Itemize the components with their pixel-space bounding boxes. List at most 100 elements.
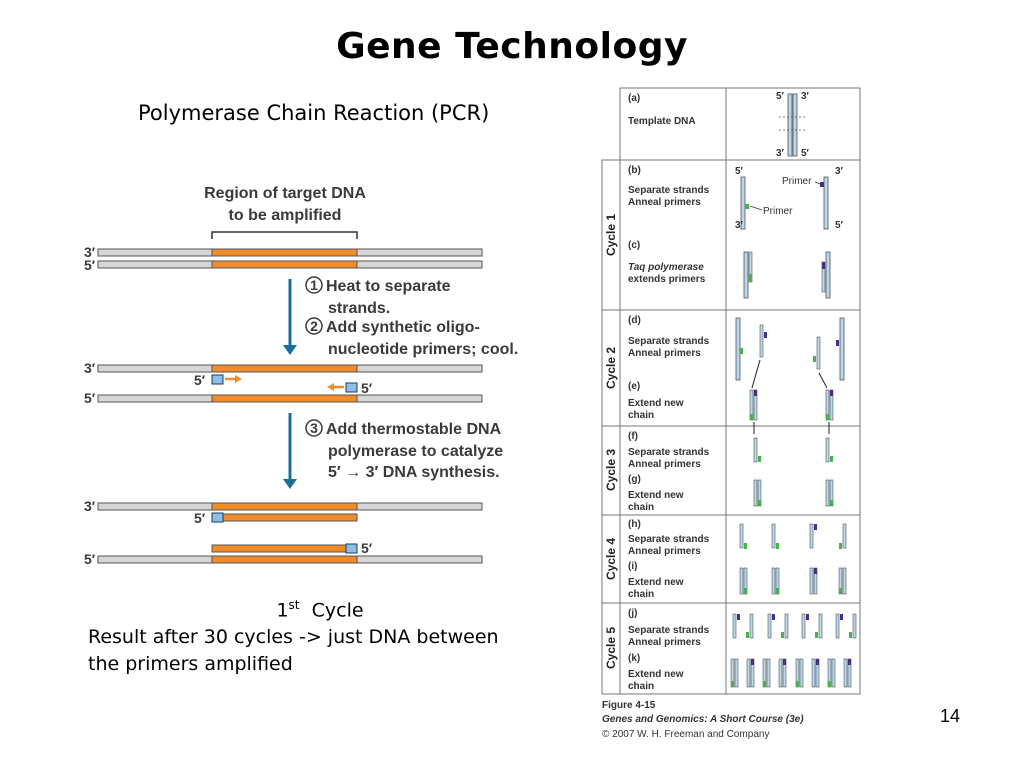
cycle-word: Cycle (311, 599, 364, 622)
separated-strands-primers: 5′ 3′ 3′ 5′ Primer Primer (735, 166, 844, 231)
svg-text:chain: chain (628, 681, 654, 692)
pcr-cycles-figure: Cycle 1 Cycle 2 Cycle 3 Cycle 4 Cycle 5 … (601, 87, 861, 740)
end-label: 5′ (84, 390, 96, 406)
end-label: 5′ (194, 372, 206, 388)
end-label: 3′ (84, 360, 96, 376)
svg-text:Primer: Primer (782, 176, 812, 187)
svg-text:3′: 3′ (776, 148, 785, 159)
panel-g-text: (g) Extend new chain (628, 474, 684, 513)
target-heading-line1: Region of target DNA (204, 185, 366, 202)
cycle-label: 1st Cycle (0, 598, 640, 621)
step2-line2: nucleotide primers; cool. (328, 341, 518, 358)
step1-line2: strands. (328, 300, 390, 317)
svg-text:Extend new: Extend new (628, 577, 684, 588)
svg-text:extends primers: extends primers (628, 274, 706, 285)
cycle2-separated (735, 317, 845, 389)
svg-text:Anneal primers: Anneal primers (628, 459, 701, 470)
svg-text:3′: 3′ (801, 91, 810, 102)
svg-text:(d): (d) (628, 315, 641, 326)
template-dna: 5′ 3′ 3′ 5′ (776, 91, 810, 159)
result-line1: Result after 30 cycles -> just DNA betwe… (88, 626, 499, 648)
svg-text:(j): (j) (628, 608, 637, 619)
target-bottom (211, 260, 358, 269)
slide-subtitle: Polymerase Chain Reaction (PCR) (138, 101, 490, 125)
svg-text:Extend new: Extend new (628, 398, 684, 409)
primer-right (345, 382, 358, 393)
end-label: 5′ (194, 510, 206, 526)
primer-right (345, 543, 358, 554)
cycle-suffix: st (288, 598, 300, 612)
svg-text:chain: chain (628, 410, 654, 421)
panel-b-text: (b) Separate strands Anneal primers (628, 165, 710, 208)
step2-line1: Add synthetic oligo- (326, 319, 480, 336)
target-bottom (211, 555, 358, 564)
extension-arrowhead (327, 383, 334, 391)
svg-text:Extend new: Extend new (628, 490, 684, 501)
step1-line1: Heat to separate (326, 278, 451, 295)
svg-text:5′: 5′ (735, 166, 744, 177)
panel-k-text: (k) Extend new chain (628, 653, 684, 692)
cycle-number: 1 (276, 599, 289, 622)
target-bottom (211, 394, 358, 403)
svg-text:chain: chain (628, 589, 654, 600)
cycle-label: Cycle 4 (604, 538, 618, 580)
step-number: 3 (310, 420, 318, 436)
svg-text:Template DNA: Template DNA (628, 116, 696, 127)
svg-text:(a): (a) (628, 93, 640, 104)
extension-arrowhead (235, 375, 242, 383)
panel-f-text: (f) Separate strands Anneal primers (628, 431, 710, 470)
svg-text:(f): (f) (628, 431, 638, 442)
svg-text:5′: 5′ (801, 148, 810, 159)
svg-text:(e): (e) (628, 381, 640, 392)
cycle-label: Cycle 3 (604, 449, 618, 491)
cycle-label: Cycle 5 (604, 627, 618, 669)
step-arrowhead (283, 345, 297, 355)
svg-text:Primer: Primer (763, 206, 793, 217)
figure-caption-number: Figure 4-15 (602, 700, 656, 711)
extended-primers (743, 251, 831, 299)
slide-title: Gene Technology (336, 26, 688, 67)
step-number: 1 (310, 277, 318, 293)
target-top (211, 364, 358, 373)
step-number: 2 (310, 318, 318, 334)
svg-text:Extend new: Extend new (628, 669, 684, 680)
svg-text:(g): (g) (628, 474, 641, 485)
panel-a-text: (a) Template DNA (628, 93, 696, 127)
primer-left (211, 512, 224, 523)
page-number: 14 (940, 706, 961, 726)
step-number-circle (305, 419, 323, 437)
svg-text:5′: 5′ (776, 91, 785, 102)
end-label: 5′ (84, 257, 96, 273)
svg-text:5′: 5′ (835, 220, 844, 231)
duplex-product-1: 3′ 5′ (84, 498, 483, 526)
end-label: 5′ (84, 551, 96, 567)
svg-text:(i): (i) (628, 561, 637, 572)
target-bracket (211, 231, 358, 239)
cycle-label: Cycle 2 (604, 347, 618, 389)
panel-e-text: (e) Extend new chain (628, 381, 684, 421)
new-strand (211, 513, 358, 522)
panel-i-text: (i) Extend new chain (628, 561, 684, 600)
svg-text:Anneal primers: Anneal primers (628, 546, 701, 557)
panel-c-text: (c) Taq polymerase extends primers (628, 240, 706, 285)
svg-text:Separate strands: Separate strands (628, 447, 710, 458)
new-strand (211, 544, 358, 553)
cycle3-strands (753, 437, 834, 507)
step-number-circle (305, 276, 323, 294)
end-label: 5′ (361, 380, 373, 396)
template-duplex: 3′ 5′ (84, 244, 483, 273)
svg-text:3′: 3′ (735, 220, 744, 231)
svg-text:Separate strands: Separate strands (628, 185, 710, 196)
cycle2-extended (749, 389, 834, 434)
pcr-diagram: Region of target DNA to be amplified 3′ … (84, 185, 518, 567)
result-line2: the primers amplified (88, 653, 293, 675)
primer-left (211, 374, 224, 385)
svg-text:(c): (c) (628, 240, 640, 251)
svg-text:Separate strands: Separate strands (628, 625, 710, 636)
end-label: 3′ (84, 244, 96, 260)
target-heading-line2: to be amplified (229, 207, 342, 224)
cycle-label: Cycle 1 (604, 214, 618, 256)
step3-line1: Add thermostable DNA (326, 421, 502, 438)
svg-text:Taq polymerase: Taq polymerase (628, 262, 704, 273)
end-label: 3′ (84, 498, 96, 514)
